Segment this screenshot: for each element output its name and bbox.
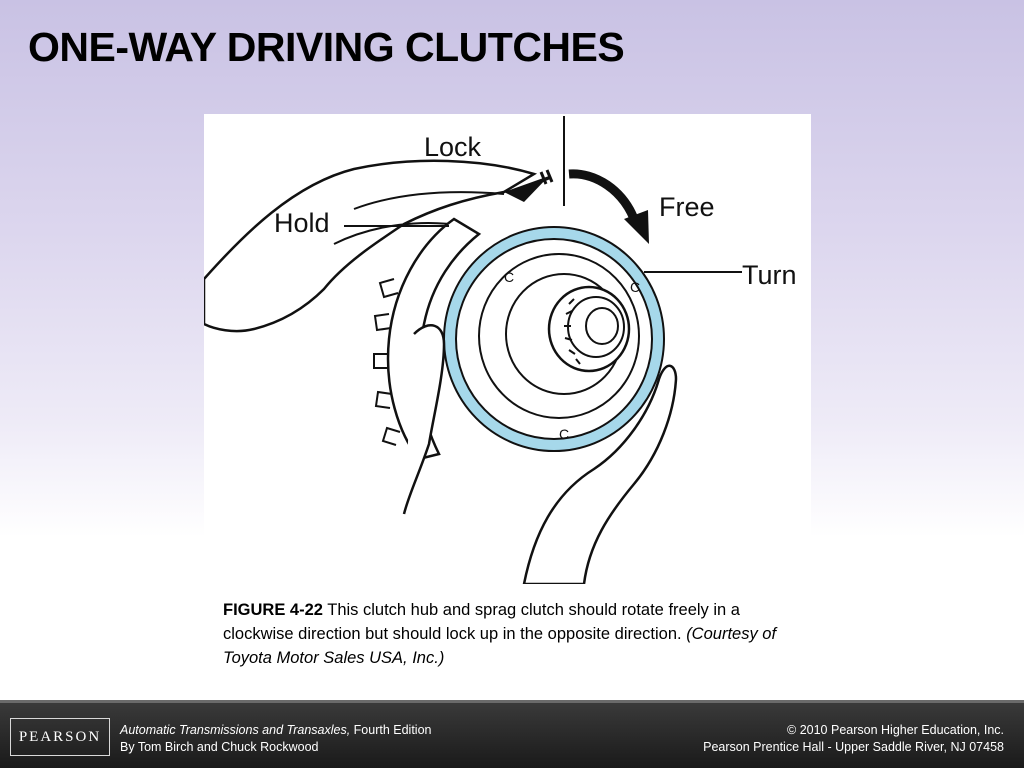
- book-title: Automatic Transmissions and Transaxles,: [120, 723, 351, 737]
- copyright-text: © 2010 Pearson Higher Education, Inc.: [787, 723, 1004, 737]
- book-authors: By Tom Birch and Chuck Rockwood: [120, 740, 319, 754]
- c-mark: C: [559, 426, 569, 442]
- hold-label: Hold: [274, 208, 330, 238]
- free-label: Free: [659, 192, 715, 222]
- copyright-info: © 2010 Pearson Higher Education, Inc. Pe…: [703, 722, 1004, 756]
- left-hand: [204, 159, 538, 333]
- c-mark: C: [504, 269, 514, 285]
- pearson-logo: PEARSON: [10, 718, 110, 756]
- book-info: Automatic Transmissions and Transaxles, …: [120, 722, 431, 756]
- slide-title: ONE-WAY DRIVING CLUTCHES: [28, 24, 625, 70]
- figure-illustration: Lock Hold Free Turn C C C: [204, 114, 811, 584]
- caption-credit: (Courtesy of Toyota Motor Sales USA, Inc…: [223, 625, 777, 667]
- book-edition: Fourth Edition: [350, 723, 432, 737]
- figure-caption: FIGURE 4-22 This clutch hub and sprag cl…: [223, 598, 803, 670]
- c-mark: C: [630, 279, 640, 295]
- turn-label: Turn: [742, 260, 797, 290]
- footer-bar: PEARSON Automatic Transmissions and Tran…: [0, 700, 1024, 768]
- clutch-hub-diagram: Lock Hold Free Turn C C C: [204, 116, 797, 584]
- lock-label: Lock: [424, 132, 482, 162]
- publisher-text: Pearson Prentice Hall - Upper Saddle Riv…: [703, 740, 1004, 754]
- right-hand: [522, 364, 678, 584]
- figure-number: FIGURE 4-22: [223, 601, 323, 619]
- footer-divider: [0, 700, 1024, 703]
- caption-text: This clutch hub and sprag clutch should …: [223, 601, 740, 643]
- free-arrow: [568, 169, 641, 226]
